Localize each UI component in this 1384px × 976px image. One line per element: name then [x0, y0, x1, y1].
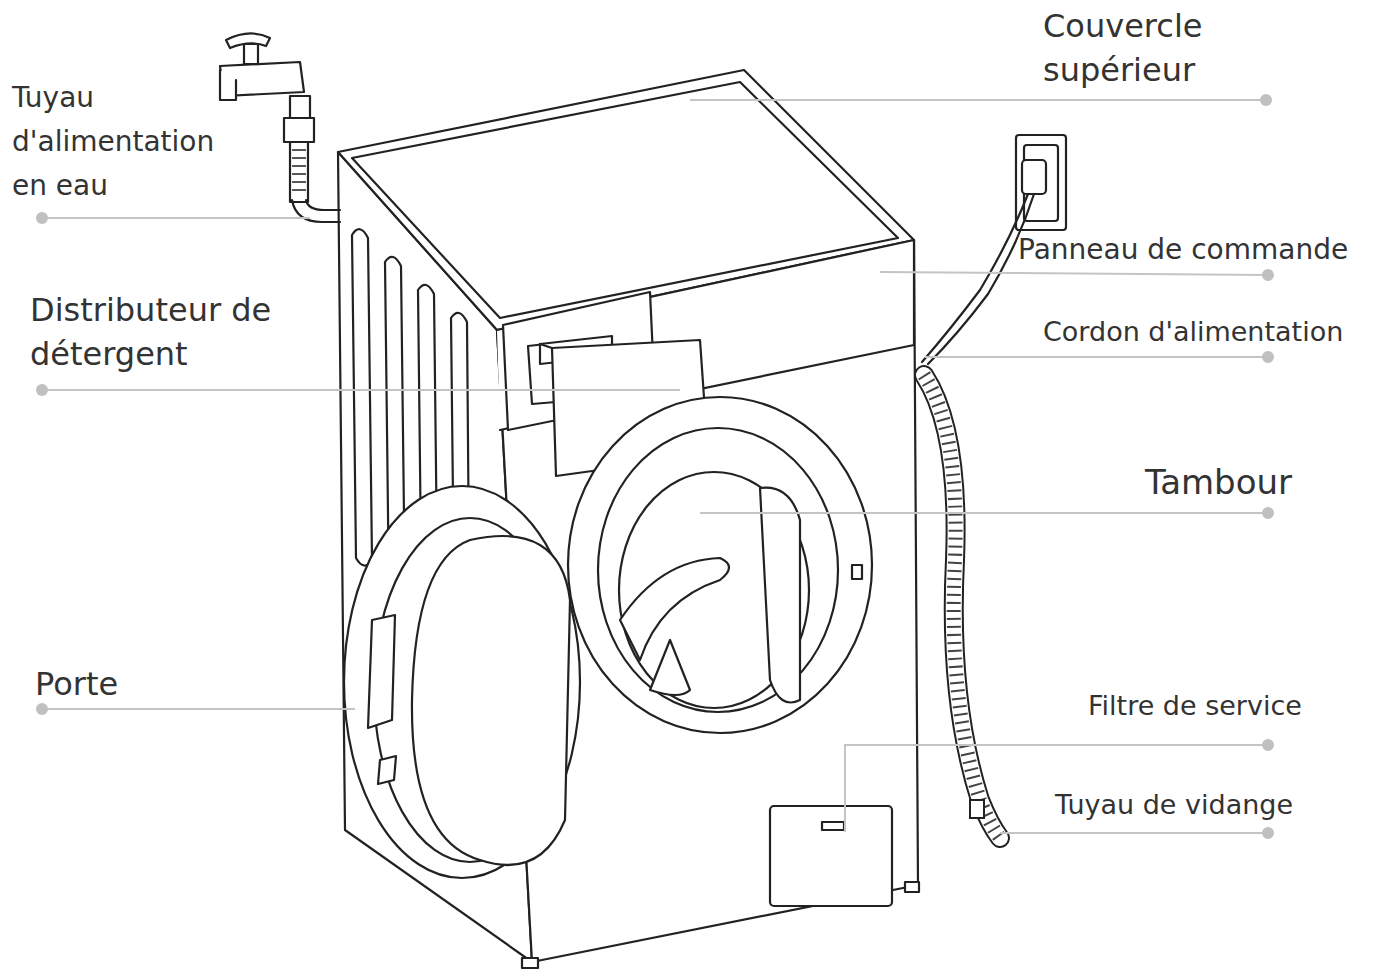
part-label: Filtre de service	[1088, 686, 1378, 726]
part-label: Porte	[35, 662, 235, 706]
part-label: Tuyau de vidange	[1055, 785, 1375, 825]
part-label: Tambour	[1145, 460, 1375, 504]
part-label: Couvercle supérieur	[1043, 4, 1303, 92]
part-label: Panneau de commande	[1018, 230, 1384, 270]
part-label: Tuyau d'alimentation en eau	[12, 76, 237, 208]
part-label: Cordon d'alimentation	[1043, 312, 1383, 352]
part-label: Distributeur de détergent	[30, 288, 280, 376]
